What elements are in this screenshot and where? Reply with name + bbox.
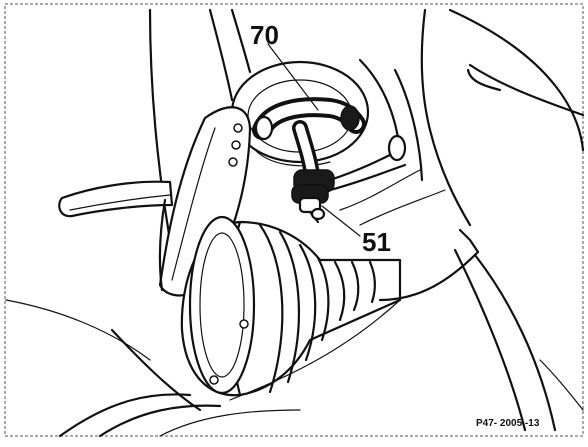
leader-lines	[267, 43, 361, 237]
fuel-hose-assembly	[252, 97, 366, 183]
vehicle-body-left	[5, 8, 252, 361]
fuel-filter	[291, 169, 335, 224]
callout-70: 70	[250, 20, 279, 50]
fuel-lines	[328, 134, 446, 226]
floor-structure	[58, 250, 480, 438]
callout-51: 51	[362, 227, 391, 257]
shaft-boot	[180, 215, 402, 397]
figure-reference: P47- 2005 -13	[476, 418, 540, 429]
figure-border	[4, 3, 584, 437]
lever-arm	[58, 180, 174, 218]
vehicle-body-right	[420, 8, 585, 432]
